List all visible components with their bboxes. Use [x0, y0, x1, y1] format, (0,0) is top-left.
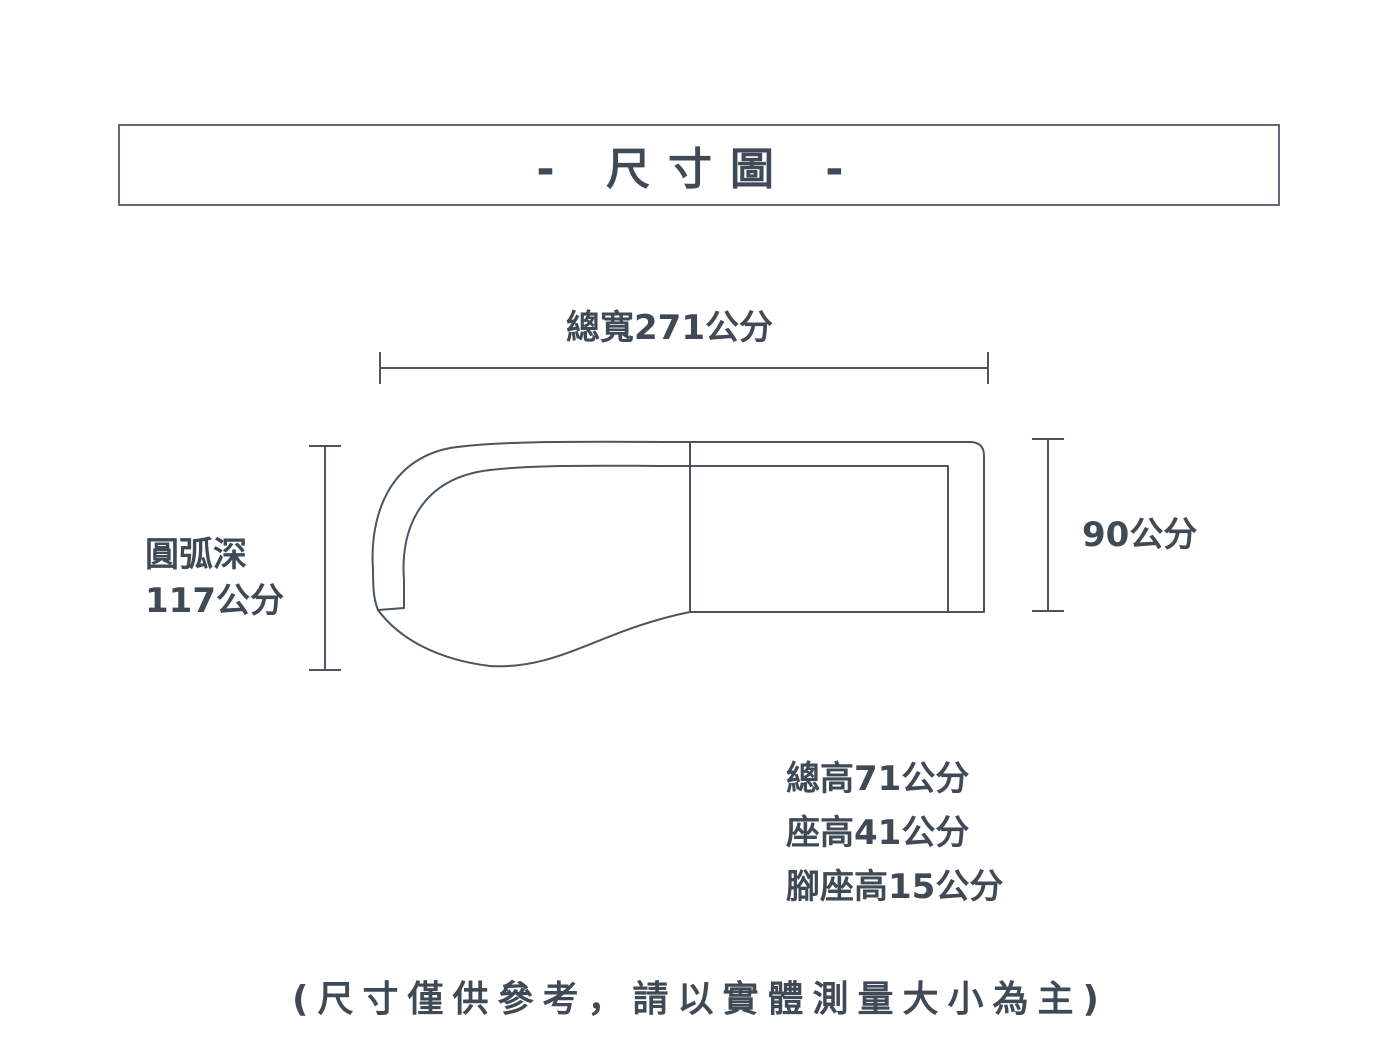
total-width-label: 總寬271公分 [566, 308, 773, 348]
page-title: - 尺寸圖 - [536, 144, 862, 195]
arc-depth-label: 圓弧深 117公分 [145, 533, 284, 625]
spec-total-height: 總高71公分 [786, 759, 970, 799]
disclaimer-note: (尺寸僅供參考，請以實體測量大小為主) [292, 979, 1108, 1020]
sofa-outer-outline [371, 440, 985, 668]
spec-list: 總高71公分 座高41公分 腳座高15公分 [786, 752, 1003, 914]
section-height-label: 90公分 [1082, 515, 1198, 555]
spec-leg-height: 腳座高15公分 [786, 867, 1004, 907]
spec-seat-height: 座高41公分 [786, 813, 970, 853]
title-box: - 尺寸圖 - [118, 124, 1280, 206]
sofa-inner-contour [377, 464, 691, 611]
arc-depth-label-line1: 圓弧深 [145, 535, 247, 575]
arc-depth-label-line2: 117公分 [145, 580, 284, 621]
